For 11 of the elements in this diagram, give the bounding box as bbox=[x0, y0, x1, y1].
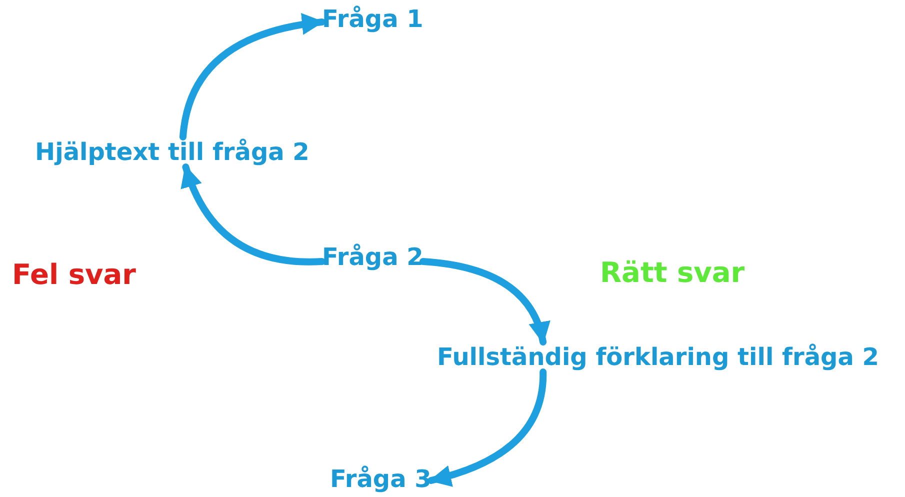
curved-arrow bbox=[182, 164, 326, 266]
step-label: Fråga 3 bbox=[330, 464, 432, 494]
step-label: Fråga 2 bbox=[322, 242, 424, 272]
step-label: Fråga 1 bbox=[322, 4, 424, 34]
curved-arrow bbox=[179, 14, 326, 140]
step-label: Fullständig förklaring till fråga 2 bbox=[437, 342, 879, 372]
answer-label: Fel svar bbox=[12, 258, 136, 292]
step-label: Hjälptext till fråga 2 bbox=[35, 137, 310, 167]
curved-arrow bbox=[428, 368, 547, 486]
answer-label: Rätt svar bbox=[600, 256, 745, 290]
curved-arrow bbox=[420, 258, 550, 346]
